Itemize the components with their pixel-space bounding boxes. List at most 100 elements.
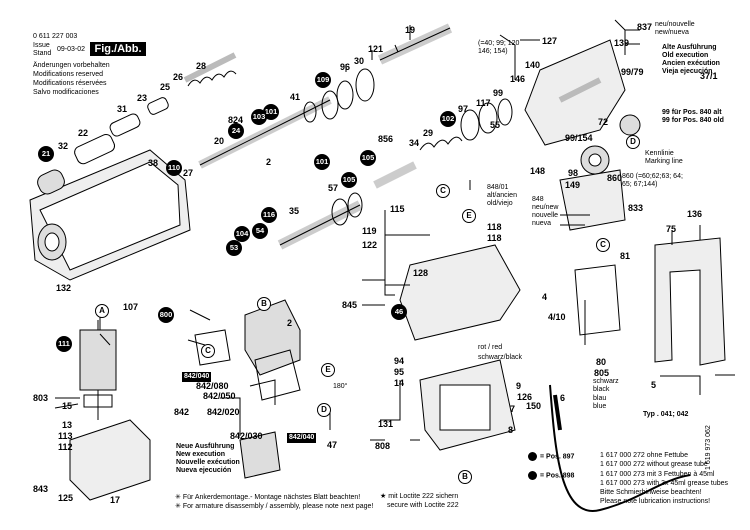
- part-label: 118: [487, 233, 502, 243]
- part-badge: 103: [251, 109, 267, 125]
- marking-line-en: Marking line: [645, 158, 683, 165]
- pos898-label: = Pos. 898: [528, 471, 574, 480]
- loctite-note-en: secure with Loctite 222: [387, 502, 459, 509]
- part-label: 57: [328, 183, 339, 193]
- rotation-label: 180°: [333, 383, 348, 390]
- armature-note-de: ✳ Für Ankerdemontage.- Montage nächstes …: [175, 494, 361, 501]
- part-label: 2: [287, 318, 293, 328]
- part-label: 149: [565, 180, 581, 190]
- marker-D-2: D: [317, 403, 331, 417]
- part-badge: 110: [166, 160, 182, 176]
- part-label: 127: [542, 36, 558, 46]
- new-848-b: neu/new: [532, 204, 559, 211]
- pos898-line2: 1 617 000 273 with 3x 45ml grease tubes: [600, 480, 729, 487]
- pos897-line1: 1 617 000 272 ohne Fettube: [600, 452, 688, 459]
- part-label: 125: [58, 493, 74, 503]
- part-label: 146: [510, 74, 526, 84]
- part-label: 81: [620, 251, 631, 261]
- part-label: 842/080: [196, 381, 229, 391]
- part-label: 148: [530, 166, 546, 176]
- pos898-line1: 1 617 000 273 mit 3 Fettuben à 45ml: [600, 471, 715, 478]
- part-label: 4: [542, 292, 548, 302]
- part-label: 837: [637, 22, 653, 32]
- part-label: 115: [390, 204, 405, 214]
- wire-schwarz-label: schwarz: [593, 378, 619, 385]
- part-label: 94: [394, 356, 405, 366]
- part-badge: 101: [314, 154, 330, 170]
- part-badge: 104: [234, 226, 250, 242]
- old-execution-de: Alte Ausführung: [662, 44, 717, 51]
- pos898-line3: Bitte Schmierhinweise beachten!: [600, 489, 702, 496]
- part-label: 25: [160, 82, 171, 92]
- part-label: 856: [378, 134, 394, 144]
- part-badge: 109: [315, 72, 331, 88]
- part-label: 4/10: [548, 312, 566, 322]
- part-label: 95: [394, 367, 405, 377]
- part-label: 121: [368, 44, 384, 54]
- part-label: 72: [598, 117, 609, 127]
- part-label: 118: [487, 222, 502, 232]
- marker-C: C: [596, 238, 610, 252]
- part-badge: 21: [38, 146, 54, 162]
- ref-860-note: 860 (=60;62;63; 64; 65; 67;144): [622, 173, 683, 188]
- new-execution-es: Nueva ejecución: [176, 467, 232, 474]
- part-label: 55: [490, 120, 501, 130]
- pos897-line2: 1 617 000 272 without grease tube: [600, 461, 708, 468]
- issue-label: Issue: [33, 42, 50, 49]
- part-label: 26: [173, 72, 184, 82]
- part-label: 27: [183, 168, 194, 178]
- part-label: 107: [123, 302, 139, 312]
- part-label: 34: [409, 138, 420, 148]
- part-label: 119: [362, 226, 377, 236]
- part-label: 150: [526, 401, 542, 411]
- wire-black-label-2: black: [593, 386, 610, 393]
- part-label: 99/154: [565, 133, 593, 143]
- part-label: 35: [289, 206, 300, 216]
- part-label: 845: [342, 300, 358, 310]
- part-badge: 105: [360, 150, 376, 166]
- marker-C-2: C: [436, 184, 450, 198]
- part-label: 140: [525, 60, 541, 70]
- new-848-c: nouvelle: [532, 212, 559, 219]
- new-848-d: nueva: [532, 220, 552, 227]
- part-label: 37/1: [700, 71, 718, 81]
- part-label: 29: [423, 128, 434, 138]
- wire-blue-label: blue: [593, 403, 607, 410]
- stand-label: Stand: [33, 50, 52, 57]
- alt-848-01-a: 848/01: [487, 184, 509, 191]
- loctite-note-de: ★ mit Loctite 222 sichern: [380, 493, 459, 500]
- subassembly-tag: 842/040: [287, 433, 317, 443]
- part-label: 113: [58, 431, 73, 441]
- part-label: 31: [117, 104, 128, 114]
- pos898-line4: Please note lubrication instructions!: [600, 498, 711, 505]
- marker-E-2: E: [321, 363, 335, 377]
- part-label: 842/050: [203, 391, 236, 401]
- part-label: 824: [228, 115, 244, 125]
- part-badge: 46: [391, 304, 407, 320]
- marker-A: A: [95, 304, 109, 318]
- new-execution-de: Neue Ausführung: [176, 443, 235, 450]
- part-badge: 53: [226, 240, 242, 256]
- part-badge: 101: [263, 104, 279, 120]
- new-execution-2: new/nueva: [655, 29, 689, 36]
- part-label: 2: [266, 157, 272, 167]
- part-label: 75: [666, 224, 677, 234]
- part-label: 112: [58, 442, 73, 452]
- part-label: 41: [290, 92, 301, 102]
- part-label: 96: [340, 62, 351, 72]
- part-label: 8: [508, 425, 514, 435]
- part-label: 132: [56, 283, 72, 293]
- figure-label: Fig./Abb. 1: [90, 42, 146, 69]
- part-label: 860: [607, 173, 623, 183]
- bracket-840-note: (=40; 99; 120 146; 154): [478, 40, 520, 55]
- part-label: 23: [137, 93, 148, 103]
- header-note-de: Änderungen vorbehalten: [33, 62, 110, 69]
- part-label: 99: [493, 88, 504, 98]
- armature-note-en: ✳ For armature disassembly / assembly, p…: [175, 503, 374, 510]
- part-label: 131: [378, 419, 394, 429]
- bullet-icon: [528, 452, 537, 461]
- part-label: 38: [148, 158, 159, 168]
- marker-B: B: [458, 470, 472, 484]
- part-label: 126: [517, 392, 533, 402]
